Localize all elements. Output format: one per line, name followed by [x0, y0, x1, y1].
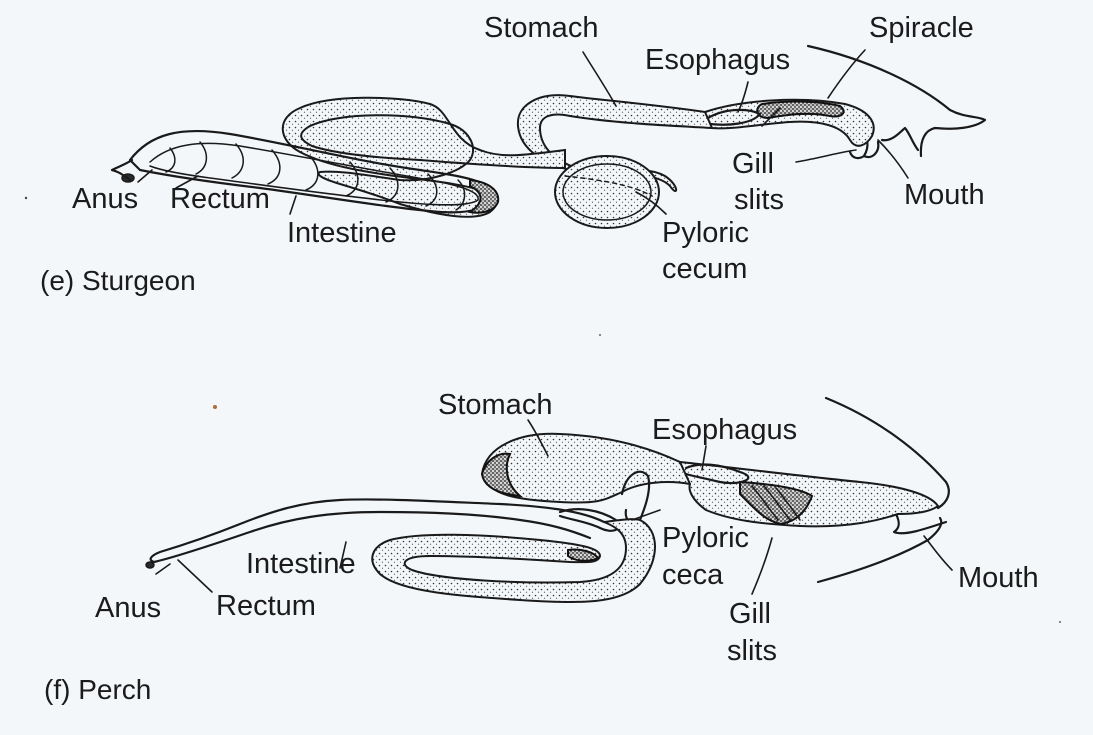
label-f-slits: slits	[727, 635, 777, 667]
label-f-anus: Anus	[95, 592, 162, 624]
label-f-ceca: ceca	[662, 559, 724, 591]
sturgeon-stomach	[516, 94, 714, 192]
speck-2	[24, 196, 28, 200]
label-e-intestine: Intestine	[287, 217, 397, 249]
label-f-stomach: Stomach	[438, 389, 553, 421]
perch-rectum-tube	[149, 498, 606, 564]
perch-pyloric-cecum-2	[558, 508, 620, 532]
sturgeon-cecum-dash	[564, 175, 653, 197]
label-f-esophagus: Esophagus	[652, 414, 798, 446]
perch-anus-mark	[145, 561, 155, 569]
caption-f-perch: (f) Perch	[44, 674, 152, 705]
label-f-intestine: Intestine	[246, 548, 356, 580]
label-f-gill: Gill	[729, 598, 771, 630]
perch-esophagus-tube	[684, 463, 750, 485]
perch-tract	[145, 396, 953, 604]
perch-leader-lines	[155, 419, 953, 595]
perch-gill-arches	[751, 485, 801, 521]
sturgeon-rectum-dark	[467, 178, 500, 214]
sturgeon-pyloric-cecum	[554, 155, 660, 229]
sturgeon-gill-slits-dark	[756, 100, 845, 120]
perch-intestine-dark	[567, 548, 600, 562]
speck-1	[213, 405, 217, 409]
sturgeon-anus-tip	[110, 158, 134, 182]
label-e-rectum: Rectum	[170, 183, 270, 215]
label-e-cecum: cecum	[662, 253, 748, 285]
sturgeon-esophagus-tube	[706, 108, 762, 126]
speck-4	[1059, 621, 1061, 623]
sturgeon-tract	[110, 44, 987, 229]
sturgeon-pyloric-cecum-inner	[562, 163, 652, 221]
perch-head-lower	[816, 516, 943, 584]
label-e-mouth: Mouth	[904, 179, 985, 211]
sturgeon-spiral-segments	[165, 141, 466, 211]
label-e-esophagus: Esophagus	[645, 44, 791, 76]
sturgeon-head-outline	[806, 44, 987, 158]
label-e-spiracle: Spiracle	[869, 12, 974, 44]
label-e-slits: slits	[734, 184, 784, 216]
perch-stomach-dark	[480, 452, 524, 498]
label-e-stomach: Stomach	[484, 12, 599, 44]
perch-mouth-shape	[892, 512, 948, 535]
label-f-rectum: Rectum	[216, 590, 316, 622]
label-e-gill: Gill	[732, 148, 774, 180]
sturgeon-spiral-valve-inner	[149, 142, 479, 206]
label-e-pyloric: Pyloric	[662, 217, 750, 249]
label-e-anus: Anus	[72, 183, 139, 215]
perch-head-upper	[824, 396, 950, 510]
label-f-pyloric: Pyloric	[662, 522, 750, 554]
sturgeon-leader-lines	[137, 49, 909, 215]
caption-e-sturgeon: (e) Sturgeon	[40, 265, 196, 296]
sturgeon-snout-lower	[880, 126, 920, 152]
label-f-mouth: Mouth	[958, 562, 1039, 594]
sturgeon-intestine-loop	[281, 96, 566, 218]
speck-3	[599, 334, 601, 336]
